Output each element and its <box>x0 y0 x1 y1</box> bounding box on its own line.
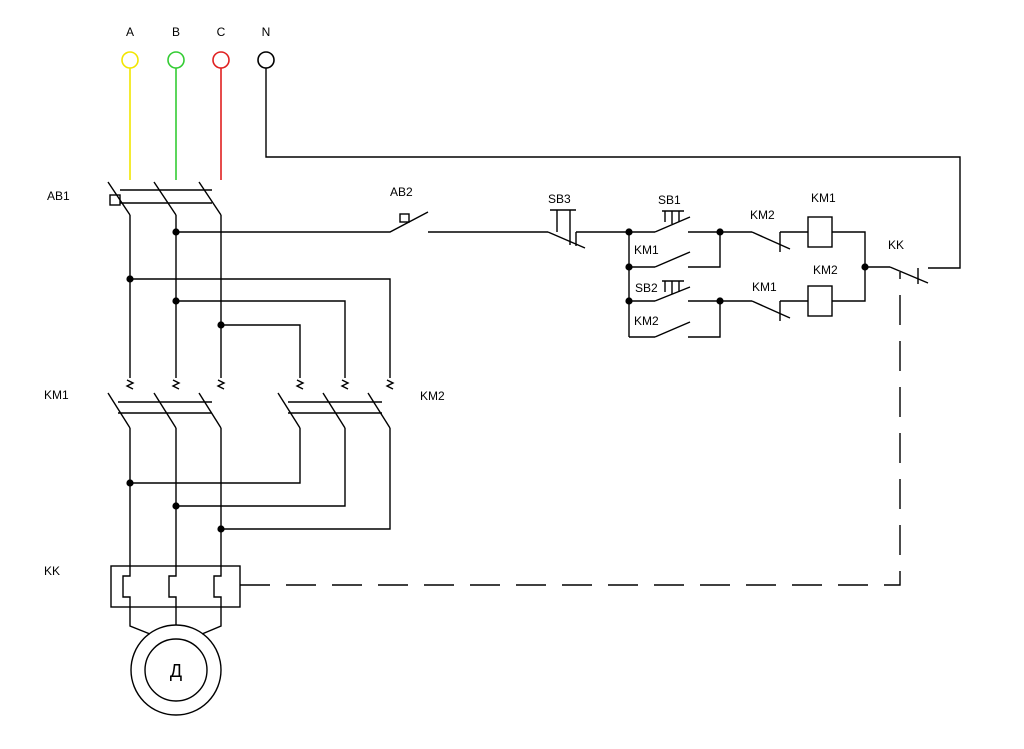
control-circuit: SB3 SB1 KM1 KM2 KM1 <box>547 191 929 338</box>
coil-km2-label: KM2 <box>813 263 838 277</box>
breaker-ab1-label: AB1 <box>47 189 70 203</box>
button-sb3-label: SB3 <box>548 192 571 206</box>
phase-label-b: B <box>172 25 180 39</box>
contactor-km2-main: KM2 <box>277 389 445 429</box>
contact-km2-interlock-label: KM2 <box>750 208 775 222</box>
terminal-n <box>257 51 275 69</box>
terminal-c <box>212 51 230 69</box>
contact-km1-interlock-label: KM1 <box>752 280 777 294</box>
contact-kk-label: KK <box>888 238 904 252</box>
button-sb1-label: SB1 <box>658 193 681 207</box>
phase-label-n: N <box>262 25 271 39</box>
phase-terminals: A B C N <box>121 25 275 180</box>
thermal-relay-kk-label: KK <box>44 564 60 578</box>
thermal-relay-kk: KK <box>44 564 241 608</box>
kk-linkage-dashed <box>240 272 901 586</box>
breaker-ab2-label: AB2 <box>390 185 413 199</box>
phase-label-c: C <box>217 25 226 39</box>
button-sb2-label: SB2 <box>635 281 658 295</box>
power-conductors <box>126 211 548 378</box>
contact-km1-hold-label: KM1 <box>634 243 659 257</box>
terminal-b <box>167 51 185 69</box>
breaker-ab2: AB2 <box>390 185 413 223</box>
contactor-km1-label: KM1 <box>44 388 69 402</box>
coil-km1-label: KM1 <box>811 191 836 205</box>
breaker-ab1: AB1 <box>47 181 222 216</box>
contact-marks <box>125 379 395 390</box>
contactor-km2-label: KM2 <box>420 389 445 403</box>
contact-km2-hold-label: KM2 <box>634 314 659 328</box>
motor-label: Д <box>170 661 182 681</box>
contactor-outputs <box>126 428 391 566</box>
phase-label-a: A <box>126 25 134 39</box>
motor: Д <box>129 607 222 716</box>
terminal-a <box>121 51 139 69</box>
neutral-wire <box>265 68 961 269</box>
contactor-km1-main: KM1 <box>44 388 222 429</box>
